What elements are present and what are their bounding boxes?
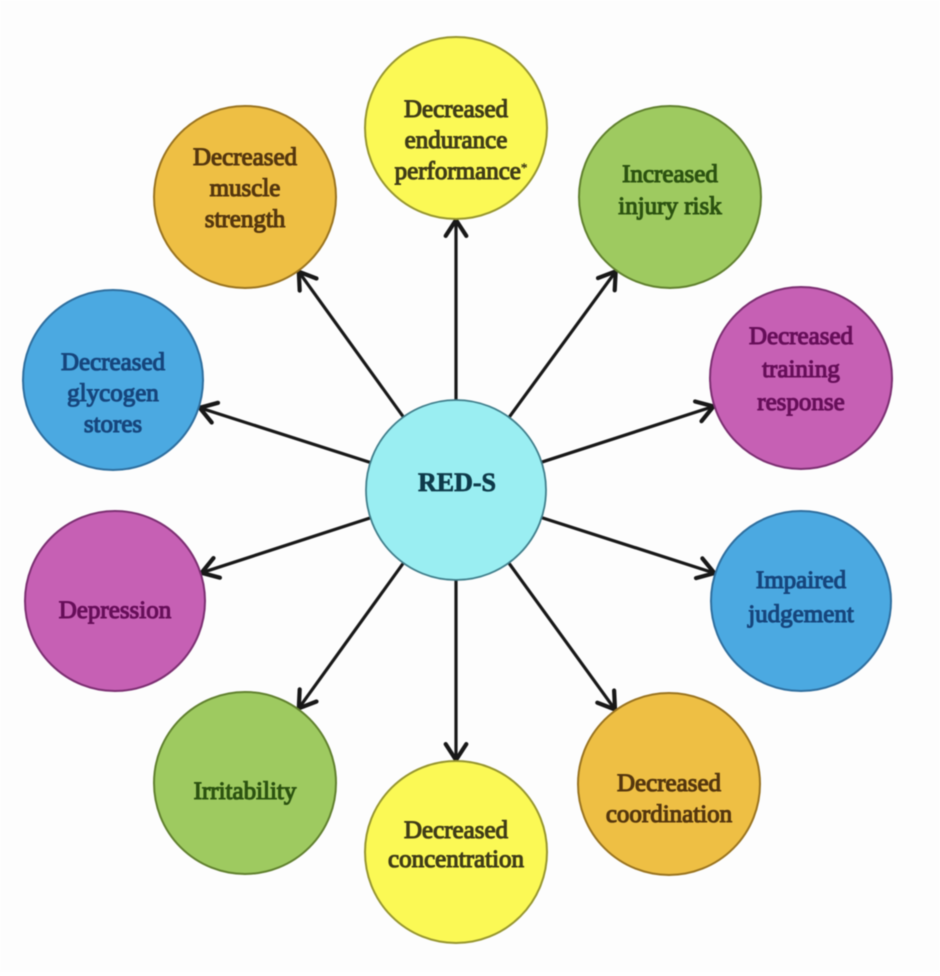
svg-text:endurance: endurance [405, 127, 508, 154]
svg-text:training: training [762, 356, 840, 383]
svg-text:RED-S: RED-S [418, 468, 496, 497]
svg-text:glycogen: glycogen [67, 380, 159, 407]
svg-text:Increased: Increased [622, 161, 718, 188]
svg-text:concentration: concentration [388, 846, 525, 873]
svg-text:coordination: coordination [606, 801, 733, 828]
svg-text:injury risk: injury risk [618, 193, 722, 220]
svg-text:Decreased: Decreased [404, 96, 509, 123]
svg-text:performance*: performance* [395, 158, 528, 185]
svg-text:response: response [757, 389, 844, 416]
svg-text:muscle: muscle [210, 175, 281, 202]
svg-text:strength: strength [205, 206, 286, 233]
svg-text:Depression: Depression [59, 597, 172, 624]
svg-text:Irritability: Irritability [194, 778, 297, 805]
svg-text:stores: stores [84, 411, 142, 438]
svg-text:Decreased: Decreased [61, 349, 166, 376]
svg-text:Impaired: Impaired [756, 567, 847, 594]
svg-text:Decreased: Decreased [193, 144, 298, 171]
svg-text:Decreased: Decreased [404, 817, 509, 844]
svg-text:Decreased: Decreased [617, 770, 722, 797]
svg-text:Decreased: Decreased [749, 323, 854, 350]
svg-text:judgement: judgement [747, 601, 854, 628]
